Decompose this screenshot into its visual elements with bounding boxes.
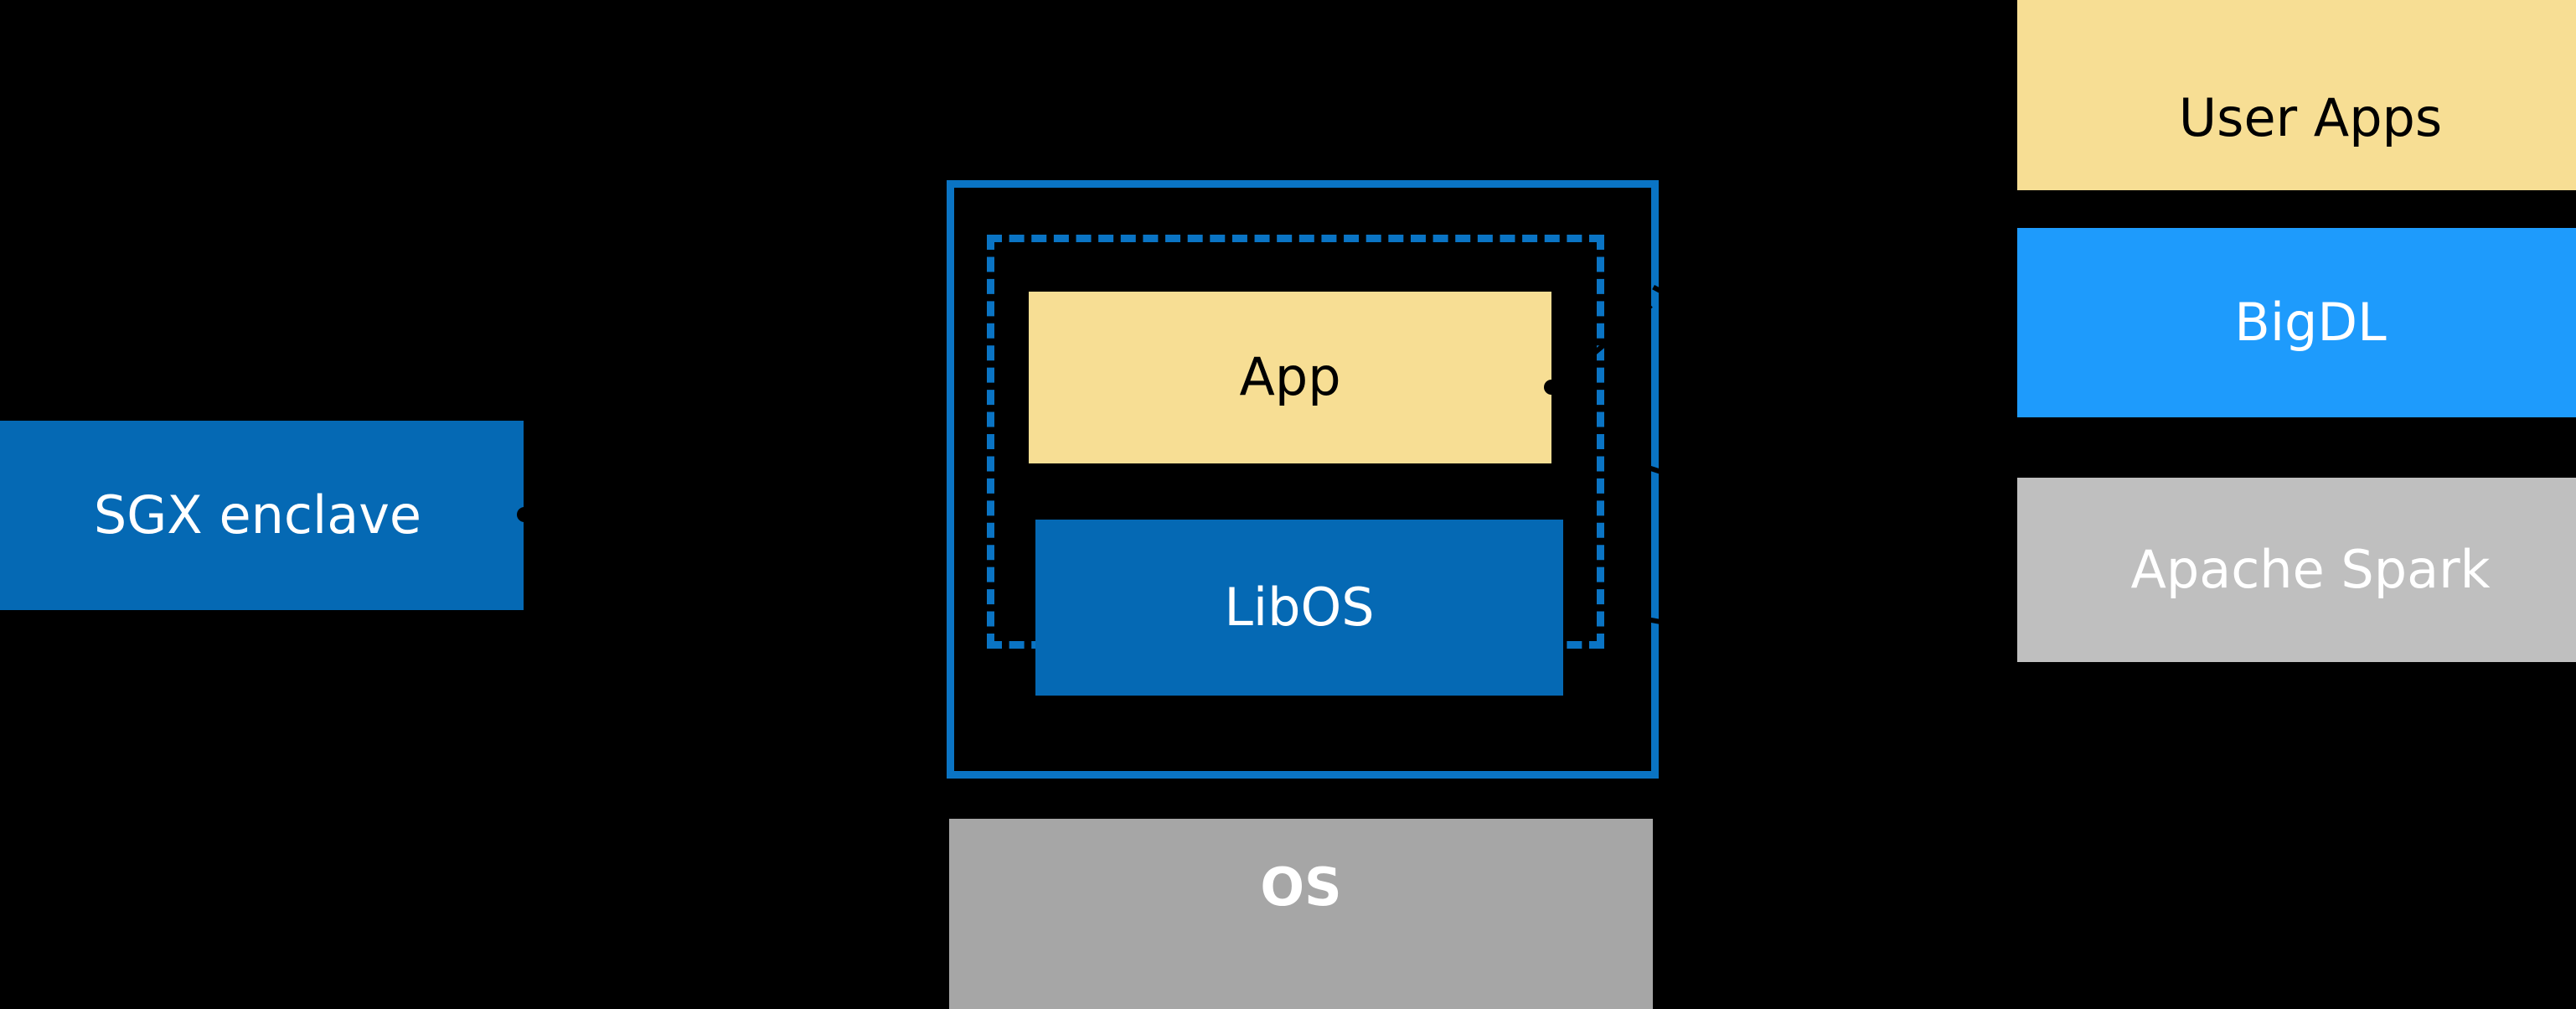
os-label: OS xyxy=(1260,856,1342,918)
sgx-enclave-box: SGX enclave xyxy=(0,421,524,610)
user-apps-label: User Apps xyxy=(2178,86,2443,148)
app-label: App xyxy=(1239,346,1341,408)
user-apps-box: User Apps xyxy=(2017,0,2576,190)
os-box: OS xyxy=(949,819,1653,1009)
libos-box: LibOS xyxy=(1035,520,1563,696)
bigdl-label: BigDL xyxy=(2234,291,2387,353)
sgx-enclave-label: SGX enclave xyxy=(93,484,422,546)
sgx-connector-endpoint-dot xyxy=(517,507,532,522)
app-box: App xyxy=(1029,292,1551,463)
apache-spark-label: Apache Spark xyxy=(2130,538,2491,600)
bigdl-box: BigDL xyxy=(2017,228,2576,417)
connector-line-user-apps xyxy=(1652,285,1714,321)
libos-label: LibOS xyxy=(1224,576,1375,638)
app-connector-endpoint-dot xyxy=(1544,380,1559,395)
apache-spark-box: Apache Spark xyxy=(2017,478,2576,662)
enclave-outer-frame xyxy=(947,180,1659,779)
